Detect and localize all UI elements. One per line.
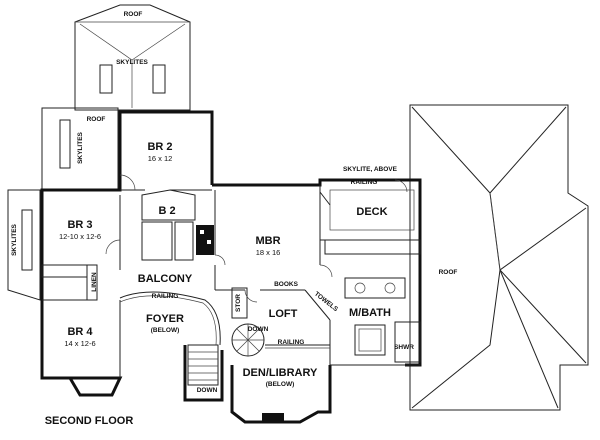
down-loft-label: DOWN [248,326,269,333]
books-label: BOOKS [274,281,299,288]
room-deck-name: DECK [356,206,387,218]
room-br4-dim: 14 x 12-6 [64,339,95,348]
linen-label: LINEN [91,272,98,292]
room-br4-name: BR 4 [67,326,93,338]
down-stair-label: DOWN [197,387,218,394]
top-roof [74,4,191,111]
plan-title: SECOND FLOOR [45,415,134,427]
room-br2-dim: 16 x 12 [148,154,173,163]
room-balcony-name: BALCONY [138,273,193,285]
skylites-left-label: SKYLITES [11,223,18,255]
roof-left-label: ROOF [87,116,106,123]
railing-loft-label: RAILING [278,339,305,346]
roof-top-label: ROOF [124,11,143,18]
stor-label: STOR [235,294,242,312]
right-roof [409,104,589,411]
towels-label: TOWELS [313,291,340,314]
room-foyer-name: FOYER [146,313,184,325]
room-foyer-sub: (BELOW) [151,327,180,334]
room-mbath-name: M/BATH [349,307,391,319]
skylite-above-label: SKYLITE, ABOVE [343,166,398,173]
room-br2-name: BR 2 [147,141,172,153]
room-mbr-dim: 18 x 16 [256,248,281,257]
room-br3-name: BR 3 [67,219,92,231]
interior-walls [41,174,421,422]
left-roof [7,107,119,301]
room-b2-name: B 2 [158,205,175,217]
room-den-name: DEN/LIBRARY [243,367,318,379]
railing-balcony-label: RAILING [152,293,179,300]
skylites-mid-label: SKYLITES [77,131,84,163]
railing-deck-label: RAILING [351,179,378,186]
exterior-walls [40,110,422,424]
room-br3-dim: 12-10 x 12-6 [59,232,101,241]
roof-right-label: ROOF [439,269,458,276]
shwr-label: SHWR [394,344,414,351]
room-loft-name: LOFT [269,308,298,320]
labels: ROOF SKYLITES ROOF SKYLITES SKYLITES BR … [11,11,457,427]
skylites-top-label: SKYLITES [116,59,148,66]
room-den-sub: (BELOW) [266,381,295,388]
room-mbr-name: MBR [255,235,280,247]
